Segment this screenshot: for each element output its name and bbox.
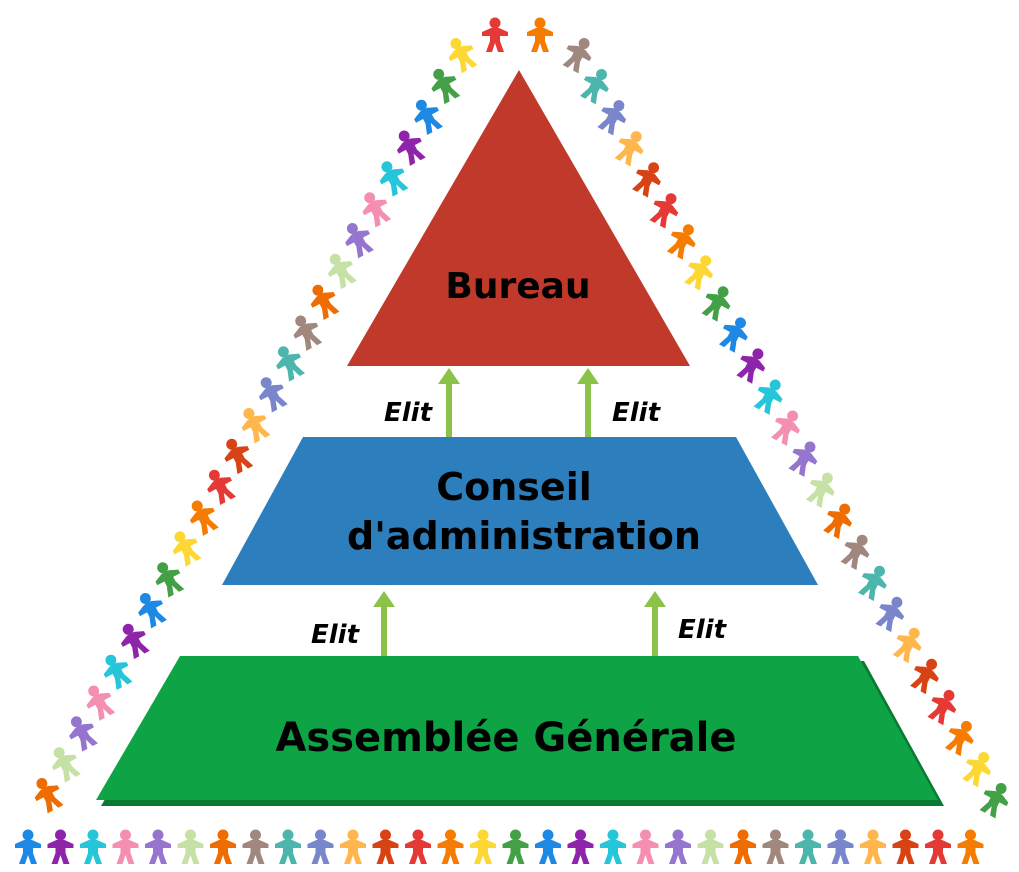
person-figure-icon: [957, 829, 984, 864]
person-figure-icon: [390, 125, 430, 168]
person-figure-icon: [303, 279, 343, 322]
person-figure-icon: [860, 829, 886, 864]
person-figure-icon: [535, 829, 561, 864]
conseil-label-line2: d'administration: [347, 514, 701, 558]
person-figure-icon: [628, 156, 668, 200]
person-figure-icon: [730, 829, 756, 864]
person-figure-icon: [750, 374, 790, 417]
person-figure-icon: [372, 829, 399, 864]
person-figure-icon: [632, 829, 659, 864]
person-figure-icon: [559, 32, 599, 76]
person-figure-icon: [441, 32, 481, 76]
person-figure-icon: [698, 280, 738, 324]
person-figure-icon: [871, 591, 911, 635]
person-figure-icon: [437, 829, 464, 864]
person-figure-icon: [767, 405, 807, 448]
assemblee-generale-trapezoid: [96, 656, 938, 800]
elit-label-top-right: Elit: [612, 398, 662, 428]
person-figure-icon: [854, 560, 894, 603]
person-figure-icon: [210, 829, 236, 864]
person-figure-icon: [183, 495, 223, 538]
person-figure-icon: [645, 187, 686, 231]
person-figure-icon: [286, 310, 326, 353]
person-figure-icon: [889, 622, 929, 666]
person-figure-icon: [80, 829, 106, 864]
person-figure-icon: [79, 680, 119, 723]
person-figure-icon: [502, 829, 529, 864]
person-figure-icon: [925, 829, 951, 864]
person-figure-icon: [177, 829, 204, 864]
person-figure-icon: [242, 829, 269, 864]
arrow-conseil-to-bureau-left: [438, 368, 460, 437]
person-figure-icon: [802, 467, 842, 510]
arrow-assemblee-to-conseil-left: [373, 591, 395, 657]
person-figure-icon: [819, 498, 859, 541]
person-figure-icon: [252, 371, 292, 415]
person-figure-icon: [338, 217, 378, 261]
assemblee-generale-label: Assemblée Générale: [275, 715, 736, 761]
person-figure-icon: [892, 829, 919, 864]
person-figure-icon: [837, 529, 877, 572]
person-figure-icon: [424, 63, 464, 107]
person-figure-icon: [665, 829, 691, 864]
person-figure-icon: [165, 525, 205, 569]
person-figure-icon: [15, 829, 41, 864]
bureau-triangle: [347, 70, 690, 366]
person-figure-icon: [470, 829, 496, 864]
person-figure-icon: [715, 311, 755, 355]
person-figure-icon: [112, 829, 139, 864]
person-figure-icon: [732, 342, 772, 386]
arrow-conseil-to-bureau-right: [577, 368, 599, 437]
person-figure-icon: [114, 618, 154, 662]
person-figure-icon: [321, 248, 361, 292]
person-figure-icon: [663, 218, 703, 262]
person-figure-icon: [200, 464, 240, 507]
person-figure-icon: [217, 433, 257, 477]
person-figure-icon: [145, 829, 171, 864]
person-figure-icon: [795, 829, 821, 864]
person-figure-icon: [372, 155, 412, 199]
person-figure-icon: [62, 710, 102, 754]
person-figure-icon: [269, 340, 309, 384]
bureau-label: Bureau: [445, 266, 590, 307]
person-figure-icon: [407, 94, 447, 137]
person-figure-icon: [680, 249, 720, 293]
person-figure-icon: [697, 829, 724, 864]
person-figure-icon: [405, 829, 431, 864]
elit-label-bottom-right: Elit: [678, 615, 728, 645]
person-figure-icon: [355, 186, 395, 230]
person-figure-icon: [611, 125, 651, 169]
arrow-assemblee-to-conseil-right: [644, 591, 666, 657]
person-figure-icon: [131, 587, 171, 631]
person-figure-icon: [527, 17, 553, 52]
person-figure-icon: [958, 746, 998, 790]
person-figure-icon: [923, 684, 964, 728]
person-figure-icon: [340, 829, 366, 864]
person-figure-icon: [275, 829, 301, 864]
person-figure-icon: [593, 94, 633, 138]
person-figure-icon: [976, 777, 1016, 821]
person-figure-icon: [784, 436, 825, 479]
person-figure-icon: [45, 741, 85, 785]
person-figure-icon: [906, 653, 946, 697]
person-figure-icon: [27, 772, 67, 816]
person-figure-icon: [827, 829, 854, 864]
person-figure-icon: [600, 829, 626, 864]
person-figure-icon: [567, 829, 594, 864]
person-figure-icon: [941, 715, 981, 759]
person-figure-icon: [47, 829, 74, 864]
person-figure-icon: [148, 556, 188, 600]
person-figure-icon: [234, 402, 274, 446]
elit-label-bottom-left: Elit: [311, 620, 361, 650]
person-figure-icon: [576, 63, 616, 107]
elit-label-top-left: Elit: [384, 398, 434, 428]
person-figure-icon: [762, 829, 789, 864]
conseil-label-line1: Conseil: [436, 465, 592, 509]
person-figure-icon: [482, 17, 508, 52]
conseil-administration-trapezoid: [222, 437, 818, 585]
person-figure-icon: [307, 829, 334, 864]
person-figure-icon: [96, 649, 136, 692]
